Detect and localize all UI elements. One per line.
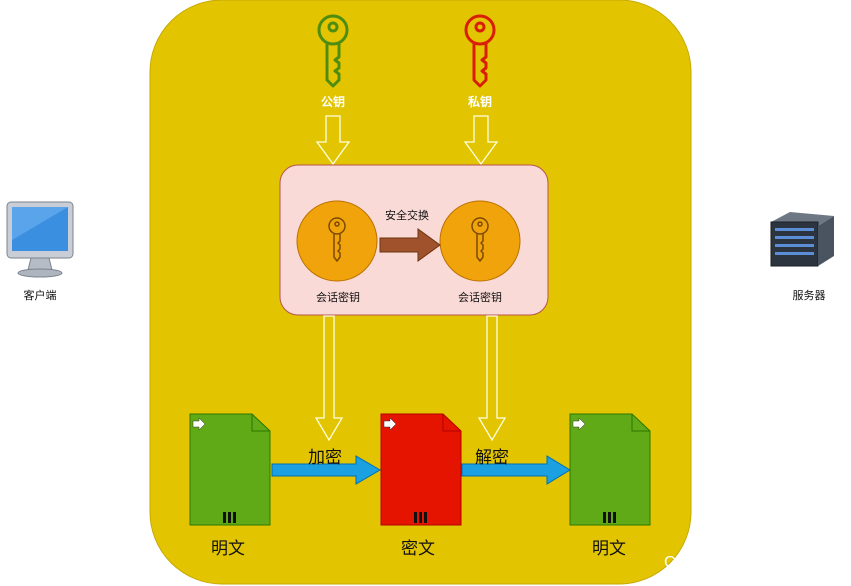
server-label: 服务器 [792,289,826,302]
public-key-label: 公钥 [320,95,345,109]
client-label: 客户端 [23,289,57,302]
private-key-down-arrow [463,115,499,166]
secure-exchange-arrow [379,228,441,262]
public-key-icon [317,14,349,88]
encrypt-down-arrow [314,315,344,442]
session-key-right-label: 会话密钥 [458,291,502,304]
private-key-icon [464,14,496,88]
encrypt-flow-arrow [271,455,381,485]
watermark-text: CSDN @Jackeys007 [664,554,815,571]
decrypt-flow-arrow [461,455,571,485]
encrypt-label: 加密 [308,448,342,468]
public-key-down-arrow [315,115,351,166]
ciphertext-label: 密文 [401,539,435,559]
plaintext-left-label: 明文 [211,539,245,559]
plaintext-right-document [569,413,651,526]
secure-exchange-label: 安全交换 [385,209,429,222]
server-icon [770,212,834,267]
plaintext-left-document [189,413,271,526]
session-key-left-label: 会话密钥 [316,291,360,304]
decrypt-label: 解密 [475,448,509,468]
session-key-right-circle [439,200,521,282]
client-computer-icon [6,201,74,278]
session-key-left-circle [296,200,378,282]
session-key-left-icon [328,217,346,262]
session-key-right-icon [471,217,489,262]
ciphertext-document [380,413,462,526]
plaintext-right-label: 明文 [592,539,626,559]
decrypt-down-arrow [477,315,507,442]
private-key-label: 私钥 [467,95,492,109]
